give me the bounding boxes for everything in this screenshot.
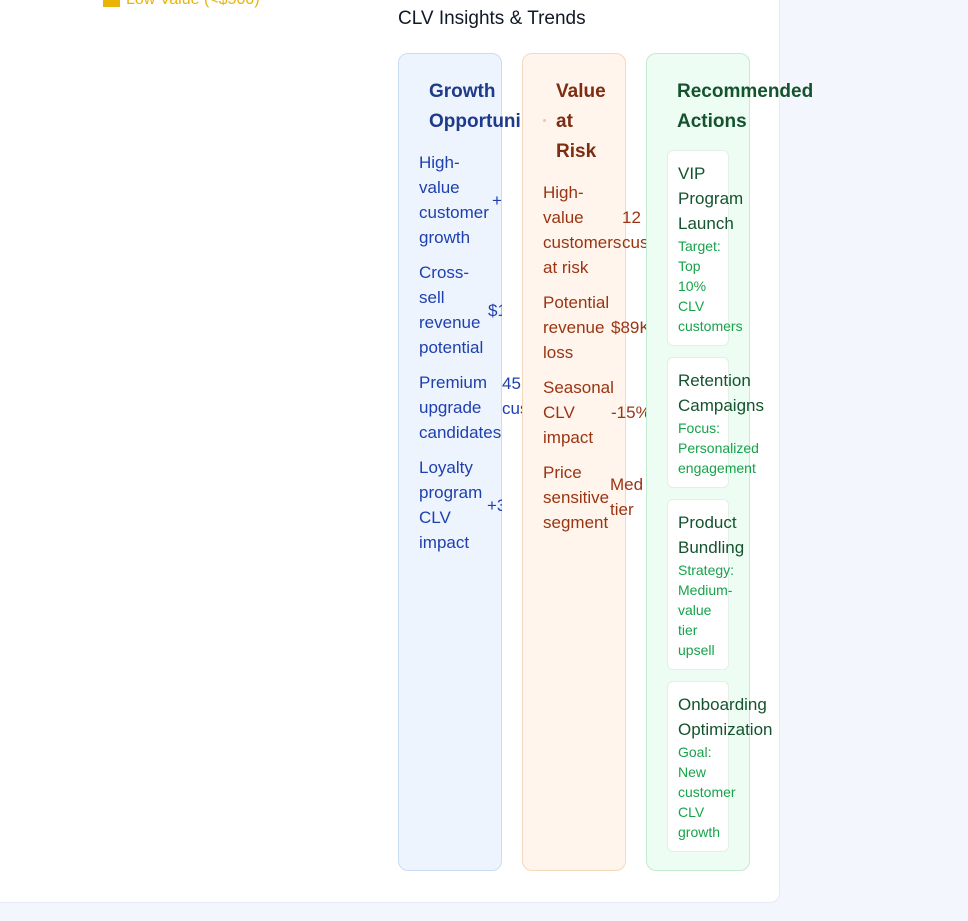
- metric-value: 12: [622, 208, 641, 227]
- risk-title-line: Risk: [556, 141, 597, 162]
- action-sub-line: Strategy:: [678, 562, 735, 578]
- action-sub-line: Goal:: [678, 744, 712, 760]
- action-sub-line: Personalized: [678, 440, 759, 456]
- metric-label-line: upgrade: [419, 398, 482, 417]
- action-sub-line: CLV: [678, 804, 705, 820]
- metric-value: $127: [488, 301, 502, 320]
- risk-title-line: at: [556, 111, 573, 132]
- metric-label-line: customer: [419, 203, 489, 222]
- metric-label-line: Loyalty: [419, 458, 473, 477]
- metric-label-line: sell: [419, 288, 445, 307]
- action-title-line: Campaigns: [678, 396, 764, 415]
- risk-title-line: Value: [556, 81, 606, 102]
- action-sub-line: upsell: [678, 642, 715, 658]
- metric-label-line: program: [419, 483, 483, 502]
- actions-title-line: Recommended: [677, 81, 814, 102]
- metric-value: -15%: [611, 403, 646, 422]
- metric-value: +32%: [487, 496, 502, 515]
- metric-value: Med: [610, 475, 644, 494]
- legend-swatch-low: [103, 0, 120, 7]
- metric-label-line: CLV: [419, 508, 451, 527]
- action-title-line: Optimization: [678, 720, 773, 739]
- metric-label-line: customers: [543, 233, 622, 252]
- metric-label-line: Price: [543, 463, 582, 482]
- action-sub-line: CLV: [678, 298, 705, 314]
- action-sub-line: Top: [678, 258, 701, 274]
- action-title-line: Bundling: [678, 538, 745, 557]
- dashboard-card: Low Value (<$500) CLV Insights & Trends …: [0, 0, 813, 903]
- metric-label-line: High-: [419, 153, 460, 172]
- recommended-actions-panel: Recommended Actions VIP Program Launch T…: [646, 53, 813, 871]
- action-sub-line: value: [678, 602, 712, 618]
- metric-value: tier: [610, 500, 634, 519]
- action-title-line: Retention: [678, 371, 751, 390]
- action-sub-line: customers: [678, 318, 743, 334]
- growth-panel-title: Growth Opportuni: [429, 77, 521, 137]
- metric-label-line: value: [543, 208, 584, 227]
- action-sub-line: Target:: [678, 238, 721, 254]
- metric-label-line: CLV: [543, 403, 575, 422]
- action-sub-line: customer: [678, 784, 736, 800]
- growth-title-line: Growth: [429, 81, 496, 102]
- separator-dot: [543, 119, 546, 122]
- growth-opportunities-panel: Growth Opportuni High- value customer gr…: [398, 53, 528, 871]
- metric-label-line: Premium: [419, 373, 488, 392]
- section-title: CLV Insights & Trends: [398, 8, 586, 29]
- metric-label-line: potential: [419, 338, 484, 357]
- action-sub-line: tier: [678, 622, 698, 638]
- metric-label-line: High-: [543, 183, 584, 202]
- metric-label-line: Seasonal: [543, 378, 614, 397]
- metric-label-line: impact: [543, 428, 594, 447]
- metric-value: cus: [622, 233, 646, 252]
- action-sub-line: growth: [678, 824, 721, 840]
- metric-label-line: at risk: [543, 258, 589, 277]
- metric-label-line: Cross-: [419, 263, 470, 282]
- action-title-line: Onboarding: [678, 695, 767, 714]
- metric-label-line: loss: [543, 343, 574, 362]
- metric-label-line: revenue: [419, 313, 481, 332]
- metric-label-line: Potential: [543, 293, 610, 312]
- legend-low-label: Low Value (<$500): [126, 0, 260, 9]
- value-at-risk-panel: Value at Risk High- value customers at r…: [522, 53, 646, 871]
- action-title-line: Launch: [678, 214, 734, 233]
- metric-label-line: impact: [419, 533, 470, 552]
- action-card-bundling[interactable]: Product Bundling Strategy: Medium- value…: [667, 499, 744, 670]
- growth-title-line: Opportuni: [429, 111, 521, 132]
- action-title-line: VIP: [678, 164, 706, 183]
- action-card-retention[interactable]: Retention Campaigns Focus: Personalized …: [667, 357, 764, 488]
- action-card-onboarding[interactable]: Onboarding Optimization Goal: New custom…: [667, 681, 772, 852]
- metric-label-line: sensitive: [543, 488, 610, 507]
- action-title-line: Product: [678, 513, 737, 532]
- actions-panel-title: Recommended Actions: [677, 77, 813, 137]
- metric-label-line: value: [419, 178, 460, 197]
- action-sub-line: Focus:: [678, 420, 721, 436]
- action-title-line: Program: [678, 189, 744, 208]
- action-sub-line: 10%: [678, 278, 707, 294]
- metric-value: $89K: [611, 318, 646, 337]
- metric-label-line: revenue: [543, 318, 605, 337]
- actions-title-line: Actions: [677, 111, 747, 132]
- metric-value: +23: [492, 191, 502, 210]
- action-sub-line: New: [678, 764, 707, 780]
- risk-panel-title: Value at Risk: [556, 77, 606, 167]
- metric-label-line: candidates: [419, 423, 502, 442]
- legend-low-value: Low Value (<$500): [103, 0, 260, 8]
- metric-label-line: segment: [543, 513, 609, 532]
- metric-label-line: growth: [419, 228, 471, 247]
- action-sub-line: Medium-: [678, 582, 733, 598]
- action-card-vip[interactable]: VIP Program Launch Target: Top 10% CLV c…: [667, 150, 743, 346]
- action-sub-line: engagement: [678, 460, 756, 476]
